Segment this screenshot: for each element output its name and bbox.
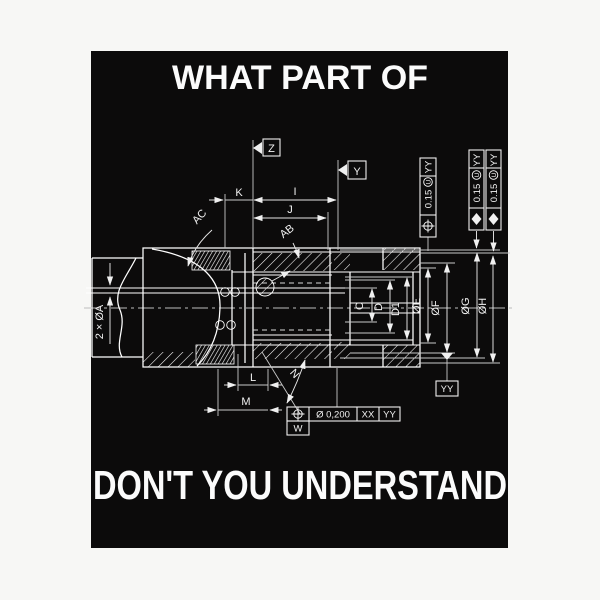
fcf-bottom-tolerance: Ø 0,200 (316, 410, 350, 421)
dim-j-label: J (287, 204, 293, 216)
modifier-circle-icon (471, 170, 482, 180)
dim-c-label: C (354, 302, 366, 310)
fcf-dia1-datum: YY (472, 153, 483, 166)
dim-a: 2 × ØA (94, 263, 114, 344)
poster-background (91, 51, 508, 548)
dim-oh-label: ØH (477, 298, 489, 315)
datum-y-label: Y (353, 166, 361, 178)
datum-z: Z (252, 138, 281, 248)
modifier-circle-icon (488, 170, 499, 180)
fcf-bottom-datum1: XX (362, 410, 375, 421)
fcf-pos-tolerance: 0.15 (424, 190, 435, 209)
dim-i-label: I (293, 186, 296, 198)
fcf-dia1-modifier: U (474, 172, 481, 177)
dim-a-label: 2 × ØA (94, 304, 106, 339)
datum-yy-label: YY (441, 384, 454, 395)
extension-lines (340, 249, 510, 364)
diamond-icon (471, 213, 482, 225)
dim-og-label: ØG (460, 297, 472, 314)
dim-l-label: L (250, 372, 256, 384)
fcf-bottom: Ø 0,200 XX YY W (286, 368, 401, 436)
fcf-dia2-modifier: U (491, 172, 498, 177)
fcf-position-column: 0.15 U YY (419, 157, 437, 251)
modifier-circle-icon (423, 177, 433, 187)
hatch-areas (143, 248, 420, 367)
fcf-pos-modifier: U (426, 179, 433, 184)
diameter-dimensions: C D D1 ØE ØF ØG ØH (354, 252, 497, 363)
engineering-drawing: Z Y K I J AC AB (84, 138, 512, 436)
bore-lines (86, 251, 420, 346)
datum-z-label: Z (268, 143, 275, 155)
dim-m-label: M (241, 396, 250, 408)
headline-top: WHAT PART OF (172, 59, 428, 97)
headline-bottom: DON'T YOU UNDERSTAND (93, 462, 507, 508)
fcf-diamond-column-2: 0.15 U YY (485, 149, 502, 252)
dim-d1-label: D1 (390, 302, 402, 316)
fcf-pos-datum: YY (424, 160, 435, 173)
dim-oe-label: ØE (411, 298, 423, 314)
dim-of-label: ØF (430, 300, 442, 316)
dim-k-label: K (235, 187, 243, 199)
position-icon (291, 407, 305, 421)
break-line (117, 257, 137, 358)
datum-yy: YY (435, 353, 459, 397)
datum-y: Y (337, 160, 367, 250)
fcf-dia2-datum: YY (489, 153, 500, 166)
fcf-bottom-datum-w: W (294, 424, 303, 435)
fcf-dia2-tolerance: 0.15 (489, 184, 500, 203)
position-icon (421, 219, 435, 233)
top-dimensions: K I J (209, 186, 337, 250)
seal-details (215, 270, 291, 330)
diamond-icon (488, 213, 499, 225)
dim-d-label: D (373, 303, 385, 311)
fcf-bottom-datum2: YY (383, 410, 396, 421)
fcf-diamond-column-1: 0.15 U YY (468, 149, 485, 249)
fcf-dia1-tolerance: 0.15 (472, 184, 483, 203)
